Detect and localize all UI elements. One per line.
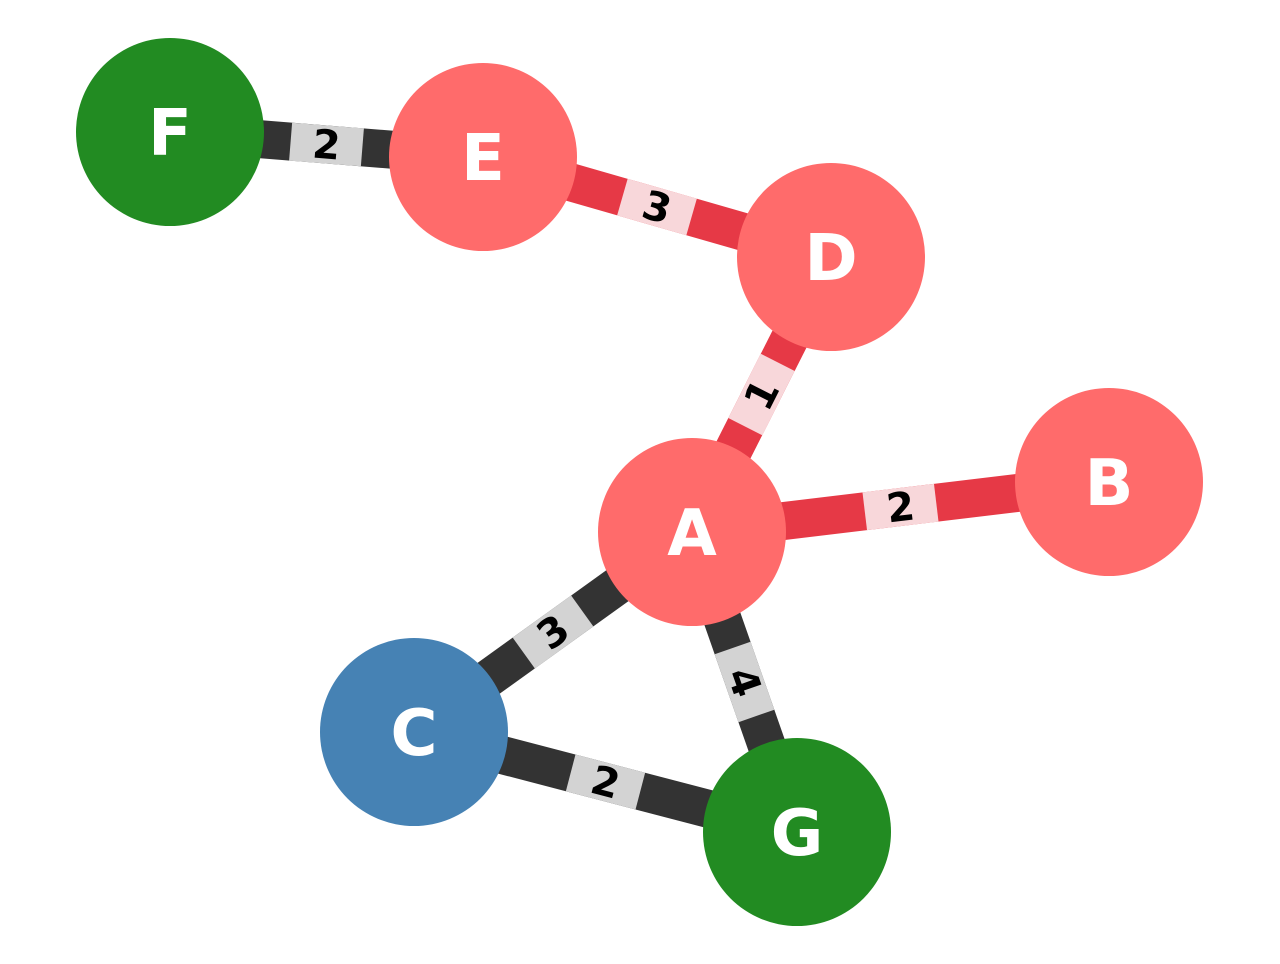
node-d-label: D [804, 222, 857, 296]
edge-f-e-weight-label: 2 [289, 121, 364, 170]
edge-a-b-weight-label: 2 [862, 483, 939, 532]
node-d: D [737, 163, 925, 351]
edge-a-b-weight: 2 [884, 483, 917, 532]
edge-c-g-weight-label: 2 [565, 754, 646, 810]
node-e-circle [389, 63, 577, 251]
nodes-layer: A B C D E F G [76, 38, 1203, 926]
node-e-label: E [461, 122, 505, 196]
node-g: G [703, 738, 891, 926]
node-f-circle [76, 38, 264, 226]
node-a-label: A [667, 497, 717, 571]
node-b: B [1015, 388, 1203, 576]
edge-d-a-weight-label: 1 [728, 353, 795, 436]
node-g-circle [703, 738, 891, 926]
node-c: C [320, 638, 508, 826]
node-c-circle [320, 638, 508, 826]
node-f: F [76, 38, 264, 226]
node-g-label: G [771, 797, 824, 871]
edge-a-g-weight-label: 4 [714, 641, 775, 723]
edge-e-d-weight-label-bg [617, 178, 697, 236]
node-a: A [598, 438, 786, 626]
edge-f-e-weight-label-bg [289, 122, 364, 167]
edge-d-a-weight-label-bg [728, 353, 795, 436]
node-f-label: F [148, 97, 192, 171]
edge-a-g-weight-label-bg [714, 641, 775, 723]
edge-c-g-weight-label-bg [565, 754, 646, 810]
edge-f-e-weight: 2 [311, 121, 342, 169]
node-d-circle [737, 163, 925, 351]
node-e: E [389, 63, 577, 251]
edge-a-c-weight-label-bg [512, 595, 594, 669]
node-b-circle [1015, 388, 1203, 576]
node-b-label: B [1085, 447, 1134, 521]
edge-a-b-weight-label-bg [862, 483, 939, 531]
edge-e-d-weight-label: 3 [617, 178, 697, 236]
node-a-circle [598, 438, 786, 626]
node-c-label: C [391, 697, 438, 771]
